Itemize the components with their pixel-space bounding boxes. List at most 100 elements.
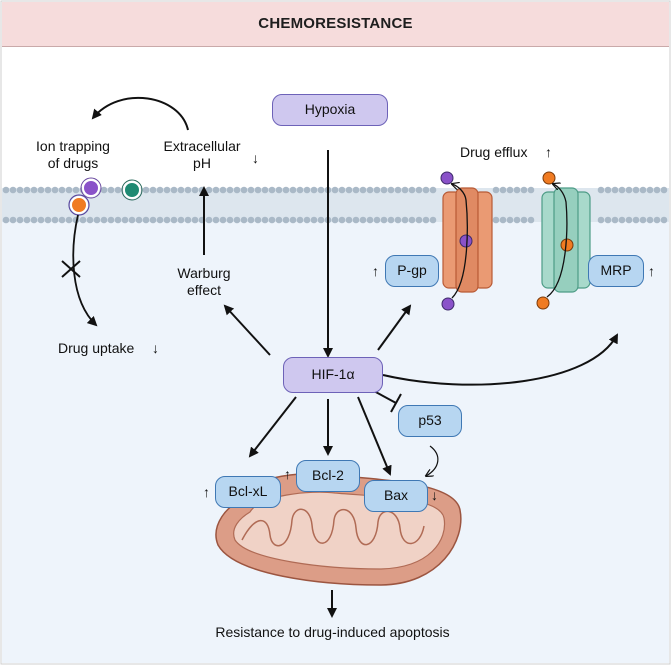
uptake-down-indicator: ↓: [152, 340, 159, 356]
bcl2-up-indicator: ↑: [284, 466, 291, 482]
membrane-head: [100, 216, 108, 224]
membrane-head: [58, 186, 66, 194]
drug-pgp-middle: [459, 234, 473, 248]
membrane-head: [660, 186, 668, 194]
membrane-head: [184, 216, 192, 224]
mrp-channel: [541, 187, 591, 293]
membrane-head: [163, 186, 171, 194]
membrane-head: [72, 186, 80, 194]
membrane-head: [296, 216, 304, 224]
membrane-head: [387, 216, 395, 224]
membrane-head: [44, 186, 52, 194]
membrane-head: [268, 186, 276, 194]
membrane-head: [100, 186, 108, 194]
drug-mrp-top: [542, 171, 556, 185]
membrane-head: [618, 216, 626, 224]
membrane-head: [520, 186, 528, 194]
membrane-head: [415, 216, 423, 224]
membrane-head: [9, 216, 17, 224]
membrane-head: [303, 186, 311, 194]
membrane-head: [51, 186, 59, 194]
membrane-head: [632, 216, 640, 224]
membrane-head: [394, 186, 402, 194]
label-drug-efflux: Drug efflux: [460, 144, 528, 160]
node-hypoxia-label: Hypoxia: [304, 101, 356, 117]
membrane-head: [408, 216, 416, 224]
label-ion-trapping-line1: Ion trapping: [36, 138, 110, 154]
label-extracellular-line1: Extracellular: [163, 138, 241, 154]
node-bax: Bax: [364, 480, 428, 512]
arrow-p53-to-bax: [426, 445, 439, 476]
membrane-head: [310, 186, 318, 194]
membrane-head: [611, 216, 619, 224]
membrane-head: [142, 216, 150, 224]
node-pgp: P-gp: [385, 255, 439, 287]
membrane-head: [373, 216, 381, 224]
membrane-head: [240, 216, 248, 224]
membrane-head: [177, 216, 185, 224]
membrane-head: [212, 186, 220, 194]
membrane-head: [191, 216, 199, 224]
membrane-head: [632, 186, 640, 194]
membrane-head: [23, 186, 31, 194]
title-bar: CHEMORESISTANCE: [2, 2, 669, 47]
mrp-efflux-arrow: [546, 184, 568, 298]
membrane-head: [51, 216, 59, 224]
membrane-head: [261, 216, 269, 224]
membrane-head: [37, 216, 45, 224]
membrane-head: [597, 186, 605, 194]
arrow-hif-to-bax: [357, 396, 392, 476]
membrane-head: [492, 186, 500, 194]
membrane-head: [142, 186, 150, 194]
membrane-head: [121, 216, 129, 224]
uptake-block-mark-b: [61, 260, 81, 278]
membrane-head: [625, 216, 633, 224]
label-extracellular-line2: pH: [193, 155, 211, 171]
label-drug-uptake: Drug uptake: [58, 340, 135, 356]
membrane-head: [429, 216, 437, 224]
membrane-head: [296, 186, 304, 194]
arrow-drug-uptake: [72, 214, 98, 327]
membrane-head: [177, 186, 185, 194]
membrane-head: [527, 186, 535, 194]
label-warburg: Warburg effect: [164, 265, 244, 299]
membrane-head: [30, 216, 38, 224]
node-pgp-label: P-gp: [397, 262, 427, 278]
membrane-head: [506, 216, 514, 224]
membrane-head: [114, 216, 122, 224]
membrane-head: [289, 216, 297, 224]
membrane-head: [233, 216, 241, 224]
label-extracellular-ph: Extracellular pH: [150, 138, 254, 172]
membrane-head: [653, 186, 661, 194]
membrane-head: [380, 186, 388, 194]
drug-mrp-bottom: [536, 296, 550, 310]
membrane-head: [597, 216, 605, 224]
drug-mrp-middle: [560, 238, 574, 252]
membrane-head: [352, 216, 360, 224]
membrane-head: [205, 216, 213, 224]
membrane-head: [128, 216, 136, 224]
membrane-head: [660, 216, 668, 224]
membrane-head: [499, 216, 507, 224]
membrane-head: [520, 216, 528, 224]
node-bcl2-label: Bcl-2: [312, 467, 344, 483]
arrow-hif-to-warburg: [223, 304, 271, 356]
membrane-head: [233, 186, 241, 194]
node-hif1a: HIF-1α: [283, 357, 383, 393]
label-resistance: Resistance to drug-induced apoptosis: [215, 624, 450, 640]
label-warburg-line1: Warburg: [177, 265, 231, 281]
membrane-head: [30, 186, 38, 194]
membrane-head: [499, 186, 507, 194]
bclxl-up-indicator: ↑: [203, 484, 210, 500]
pgp-efflux-arrow: [452, 184, 468, 299]
arrow-hif-to-pgp: [377, 304, 412, 351]
membrane-head: [275, 186, 283, 194]
membrane-head: [65, 186, 73, 194]
membrane-head: [16, 186, 24, 194]
membrane-head: [191, 186, 199, 194]
membrane-heads-bottom: [2, 216, 668, 224]
bax-down-indicator: ↓: [431, 487, 438, 503]
membrane-head: [156, 186, 164, 194]
membrane-head: [639, 216, 647, 224]
